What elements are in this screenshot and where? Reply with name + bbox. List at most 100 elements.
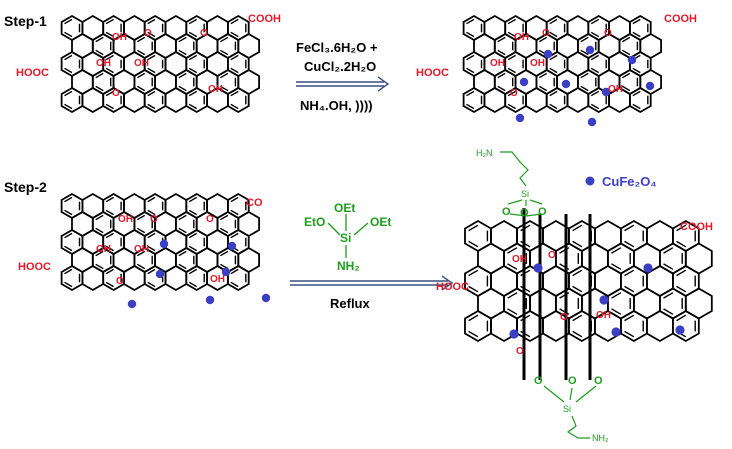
benzene-ring [483, 86, 507, 114]
silane-reagent: OEt EtO OEt Si NH₂ [304, 201, 391, 273]
double-bond [676, 224, 687, 232]
double-bond [468, 330, 479, 338]
double-bond [105, 196, 114, 203]
double-bond [64, 67, 73, 74]
double-bond [230, 67, 239, 74]
double-bond [507, 292, 518, 299]
double-bond [507, 308, 518, 315]
group-label-oh: OH [530, 58, 545, 69]
double-bond [95, 85, 104, 92]
double-bond [105, 281, 114, 288]
group-label-cooh: COOH [248, 13, 281, 25]
double-bond [105, 90, 114, 97]
double-bond [580, 85, 589, 92]
double-bond [622, 49, 631, 56]
double-bond [663, 247, 674, 254]
benzene-ring [123, 86, 146, 114]
silane-eto: EtO [304, 215, 325, 229]
double-bond [178, 263, 187, 270]
double-bond [676, 314, 687, 322]
group-label-o: O [548, 250, 556, 261]
double-bond [188, 103, 198, 110]
cufe2o4-nanoparticle [543, 49, 553, 59]
double-bond [622, 72, 631, 79]
double-bond [188, 67, 198, 74]
double-bond [136, 214, 146, 221]
group-label-oh: OH [112, 32, 127, 43]
double-bond [220, 72, 229, 79]
cufe2o4-nanoparticle [599, 295, 609, 305]
double-bond [507, 54, 516, 61]
double-bond [230, 209, 239, 216]
group-label-o: O [604, 28, 612, 39]
double-bond [611, 263, 622, 270]
double-bond [178, 36, 187, 43]
legend-dot [585, 176, 595, 186]
double-bond [632, 18, 641, 25]
group-label-o: O [560, 312, 568, 323]
double-bond [580, 49, 589, 56]
double-bond [507, 31, 516, 38]
double-bond [676, 240, 687, 248]
double-bond [230, 103, 239, 110]
double-bond [624, 269, 635, 277]
double-bond [549, 67, 558, 74]
double-bond [105, 18, 114, 25]
benzene-ring [226, 264, 250, 292]
double-bond [64, 18, 73, 25]
group-label-oh: OH [490, 58, 505, 69]
group-label-o: O [516, 346, 524, 357]
double-bond [147, 196, 156, 203]
double-bond [676, 269, 687, 277]
double-bond [220, 36, 229, 43]
reagent-ammonia: NH₄.OH, )))) [300, 98, 373, 113]
double-bond [136, 49, 146, 56]
double-bond [507, 263, 518, 270]
reagent-cucl2: CuCl₂.2H₂O [304, 59, 376, 74]
cufe2o4-nanoparticle [519, 77, 529, 87]
cufe2o4-nanoparticle [509, 329, 519, 339]
double-bond [188, 209, 198, 216]
double-bond [178, 214, 187, 221]
cufe2o4-nanoparticle [587, 117, 597, 127]
group-label-o: O [116, 276, 124, 287]
double-bond [497, 49, 506, 56]
double-bond [549, 103, 558, 110]
double-bond [590, 18, 600, 25]
double-bond [178, 72, 187, 79]
double-bond [624, 285, 635, 293]
double-bond [136, 263, 146, 270]
double-bond [105, 103, 114, 110]
double-bond [64, 31, 73, 38]
double-bond [147, 18, 156, 25]
graphene-oxide-sheet [60, 14, 261, 114]
cufe2o4-nanoparticle [533, 263, 543, 273]
group-label-hooc: HOOC [18, 261, 51, 273]
double-bond [220, 250, 229, 257]
cufe2o4-nanoparticle [601, 87, 611, 97]
double-bond [572, 240, 583, 248]
double-bond [147, 67, 156, 74]
o-bot-3: O [594, 375, 603, 387]
double-bond [64, 196, 73, 203]
double-bond [95, 263, 104, 270]
double-bond [188, 31, 198, 38]
double-bond [188, 245, 198, 252]
step-1-arrow [296, 76, 390, 92]
double-bond [572, 314, 583, 322]
double-bond [538, 72, 548, 79]
double-bond [64, 281, 73, 288]
double-bond [64, 54, 73, 61]
step-1-label: Step-1 [4, 13, 47, 29]
benzene-ring [226, 86, 250, 114]
double-bond [663, 263, 674, 270]
double-bond [676, 285, 687, 293]
double-bond [538, 85, 548, 92]
double-bond [538, 36, 548, 43]
group-label-oh: OH [210, 274, 225, 285]
group-label-co: CO [246, 197, 263, 209]
benzene-ring [81, 86, 105, 114]
cufe2o4-nanoparticle [585, 45, 595, 55]
double-bond [105, 268, 114, 275]
